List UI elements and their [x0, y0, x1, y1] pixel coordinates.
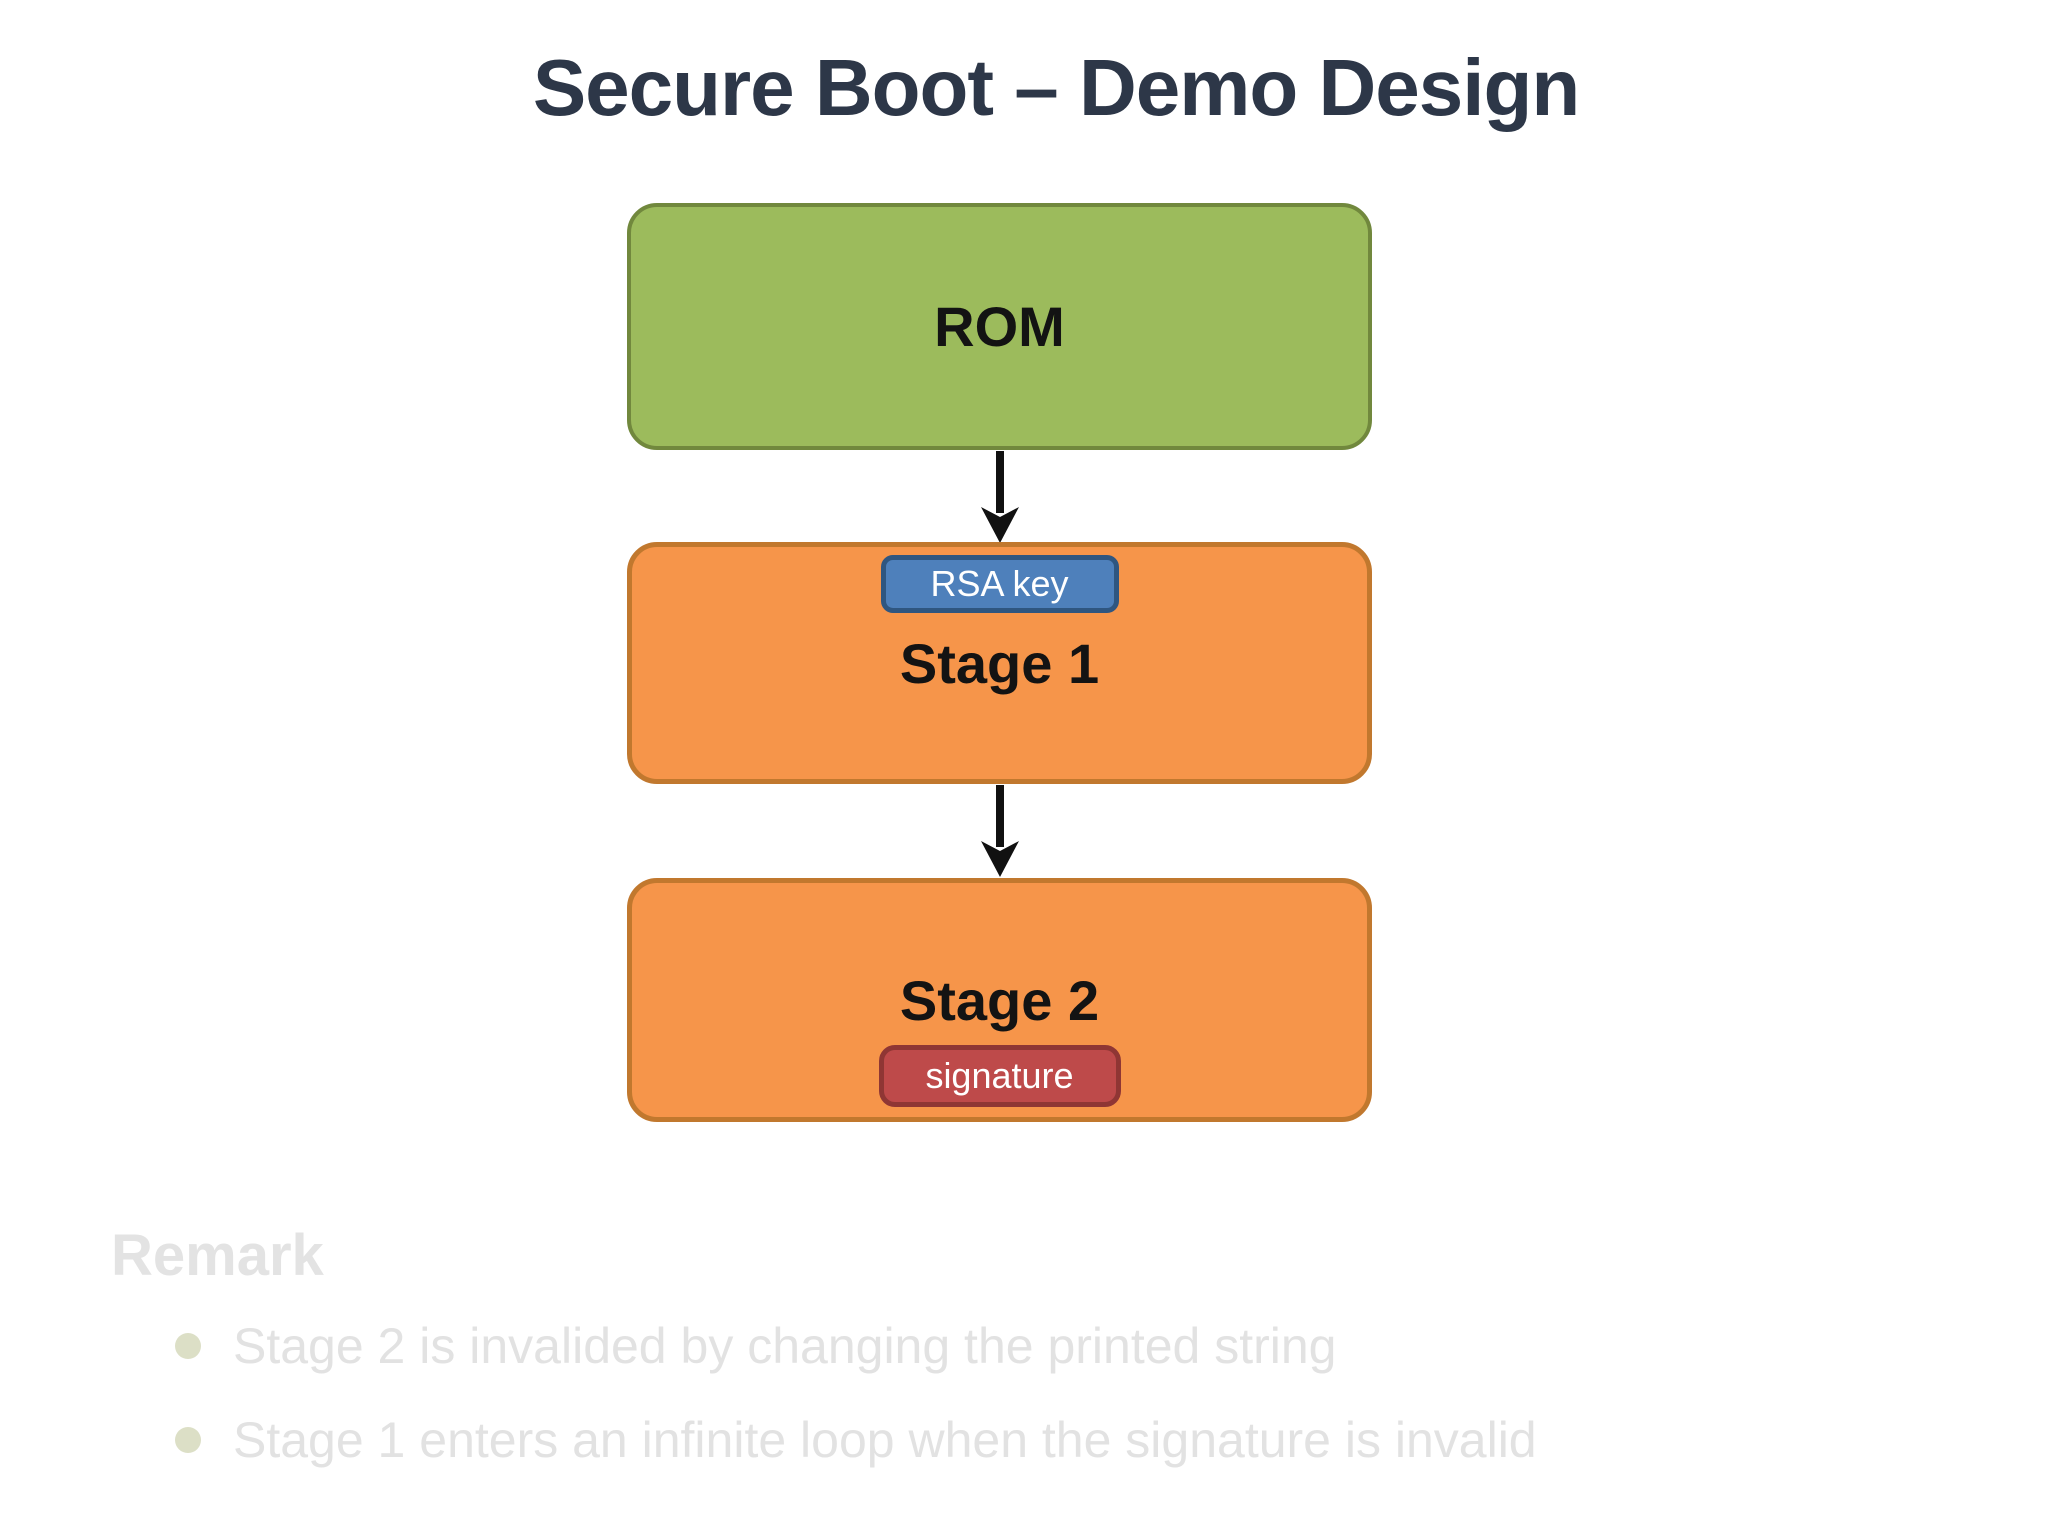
- remark-heading: Remark: [111, 1223, 324, 1288]
- node-stage2: Stage 2 signature: [627, 878, 1372, 1122]
- signature-badge: signature: [878, 1045, 1121, 1107]
- remark-bullet-item: Stage 2 is invalided by changing the pri…: [175, 1314, 1537, 1378]
- bullet-dot-icon: [175, 1333, 201, 1359]
- rsa-key-badge-label: RSA key: [930, 563, 1069, 604]
- node-rom: ROM: [627, 203, 1372, 450]
- slide-title: Secure Boot – Demo Design: [532, 43, 1580, 132]
- arrow-down-icon-rom-to-stage1: [981, 451, 1019, 543]
- node-stage2-label: Stage 2: [899, 968, 1100, 1032]
- node-stage1-label: Stage 1: [899, 631, 1100, 695]
- bullet-dot-icon: [175, 1427, 201, 1453]
- node-rom-label: ROM: [934, 295, 1065, 358]
- remark-bullet-text: Stage 1 enters an infinite loop when the…: [233, 1412, 1537, 1468]
- node-stage1: RSA key Stage 1: [627, 542, 1372, 784]
- rsa-key-badge: RSA key: [880, 555, 1119, 613]
- remark-bullet-item: Stage 1 enters an infinite loop when the…: [175, 1408, 1537, 1472]
- remark-bullet-text: Stage 2 is invalided by changing the pri…: [233, 1318, 1337, 1374]
- signature-badge-label: signature: [925, 1055, 1074, 1096]
- arrow-down-icon-stage1-to-stage2: [981, 785, 1019, 877]
- remark-bullet-list: Stage 2 is invalided by changing the pri…: [175, 1314, 1537, 1502]
